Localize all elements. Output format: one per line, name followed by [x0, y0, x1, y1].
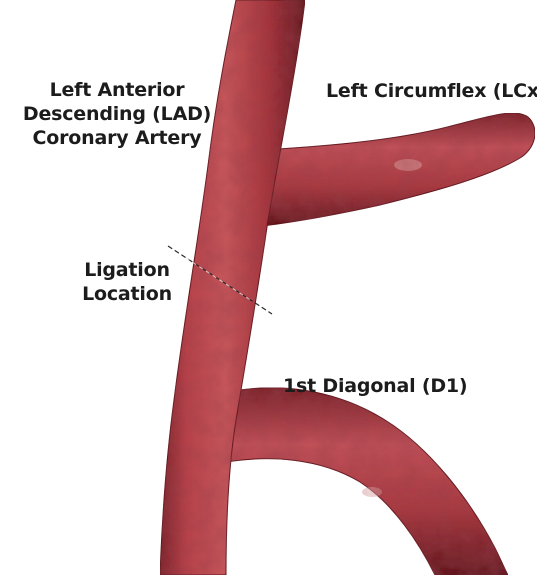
- lad-label-line-3: Coronary Artery: [22, 126, 212, 150]
- d1-label-text: 1st Diagonal (D1): [283, 374, 467, 398]
- ligation-label-line-1: Ligation: [78, 258, 176, 282]
- lad-label-line-1: Left Anterior: [22, 78, 212, 102]
- lcx-branch: [262, 113, 535, 226]
- ligation-label: Ligation Location: [78, 258, 176, 306]
- d1-branch: [226, 388, 508, 575]
- d1-label: 1st Diagonal (D1): [283, 374, 467, 398]
- lad-label-line-2: Descending (LAD): [22, 102, 212, 126]
- lcx-label: Left Circumflex (LCx): [326, 79, 537, 103]
- lad-label: Left Anterior Descending (LAD) Coronary …: [22, 78, 212, 150]
- lcx-label-text: Left Circumflex (LCx): [326, 79, 537, 103]
- ligation-label-line-2: Location: [78, 282, 176, 306]
